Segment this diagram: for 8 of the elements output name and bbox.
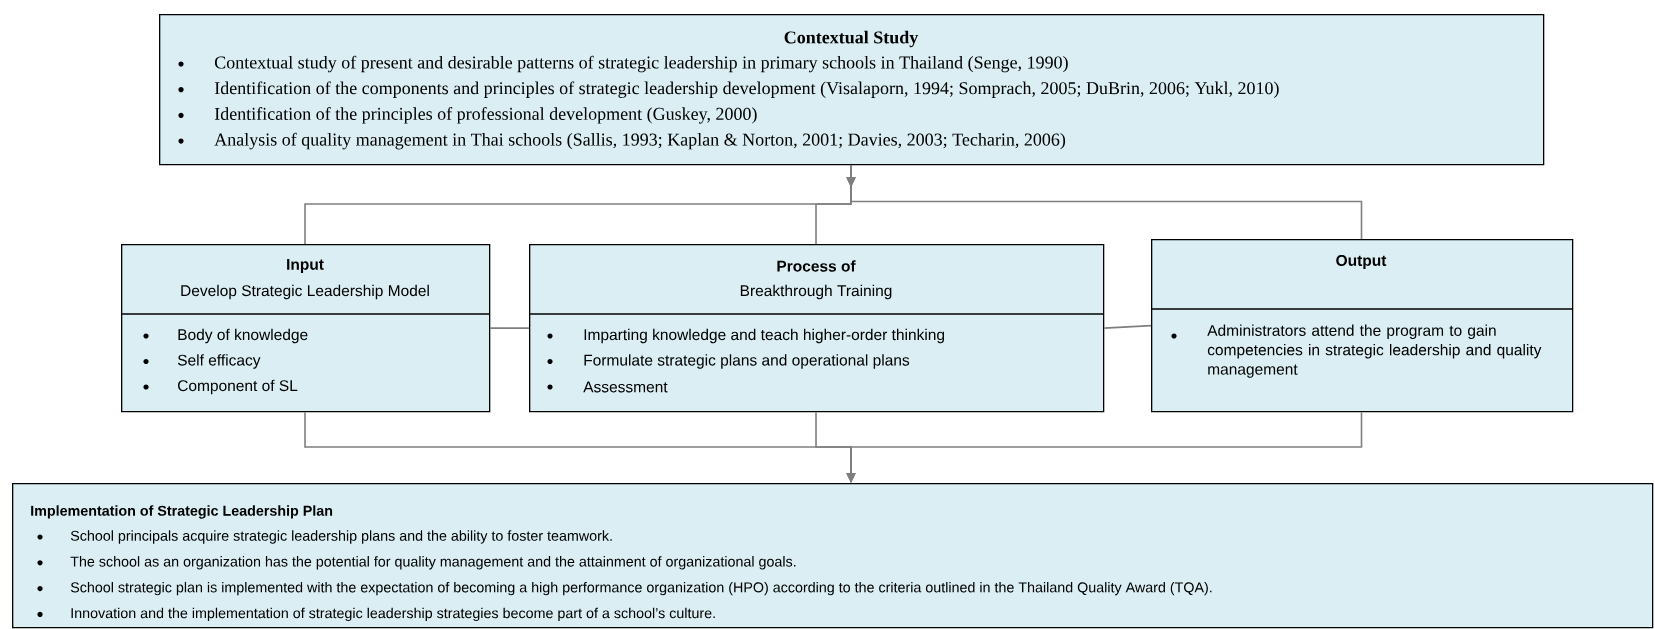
output-box: Output Administrators attend the program to gain competencies in strategic leadership and quality management xyxy=(1150,239,1574,413)
connector xyxy=(846,164,1363,240)
input-box: Input Develop Strategic Leadership Model Body of knowledge Self efficacy Component of SL xyxy=(120,244,491,413)
process-box: Process of Breakthrough Training Imparting knowledge and teach higher-order thinking Formulate strategic plans and operational plans Assessment xyxy=(528,244,1105,413)
study-box: Contextual Study Contextual study of present and desirable patterns of strategic leadership in primary schools in Thailand (Senge, 1990) Identification of the components and principles of strategic leadership development (Visalaporn, 1994; Somprach, 2005; DuBrin, 2006; Yukl, 2010) Identification of the principles of professional development (Guskey, 2000) Analysis of quality management in Thai schools (Sallis, 1993; Kaplan & Norton, 2001; Davies, 2003; Techarin, 2006) xyxy=(159,14,1545,166)
connector xyxy=(489,327,530,329)
implementation-box: Implementation of Strategic Leadership Plan School principals acquire strategic leadership plans and the ability to foster teamwork. The school as an organization has the potential for quality management and the attainment of organizational goals. School strategic plan is implemented with the expectation of becoming a high performance organization (HPO) according to the criteria outlined in the Thailand Quality Award (TQA). Innovation and the implementation of strategic leadership strategies become part of a school’s culture. xyxy=(12,483,1654,629)
connector xyxy=(1103,324,1152,329)
